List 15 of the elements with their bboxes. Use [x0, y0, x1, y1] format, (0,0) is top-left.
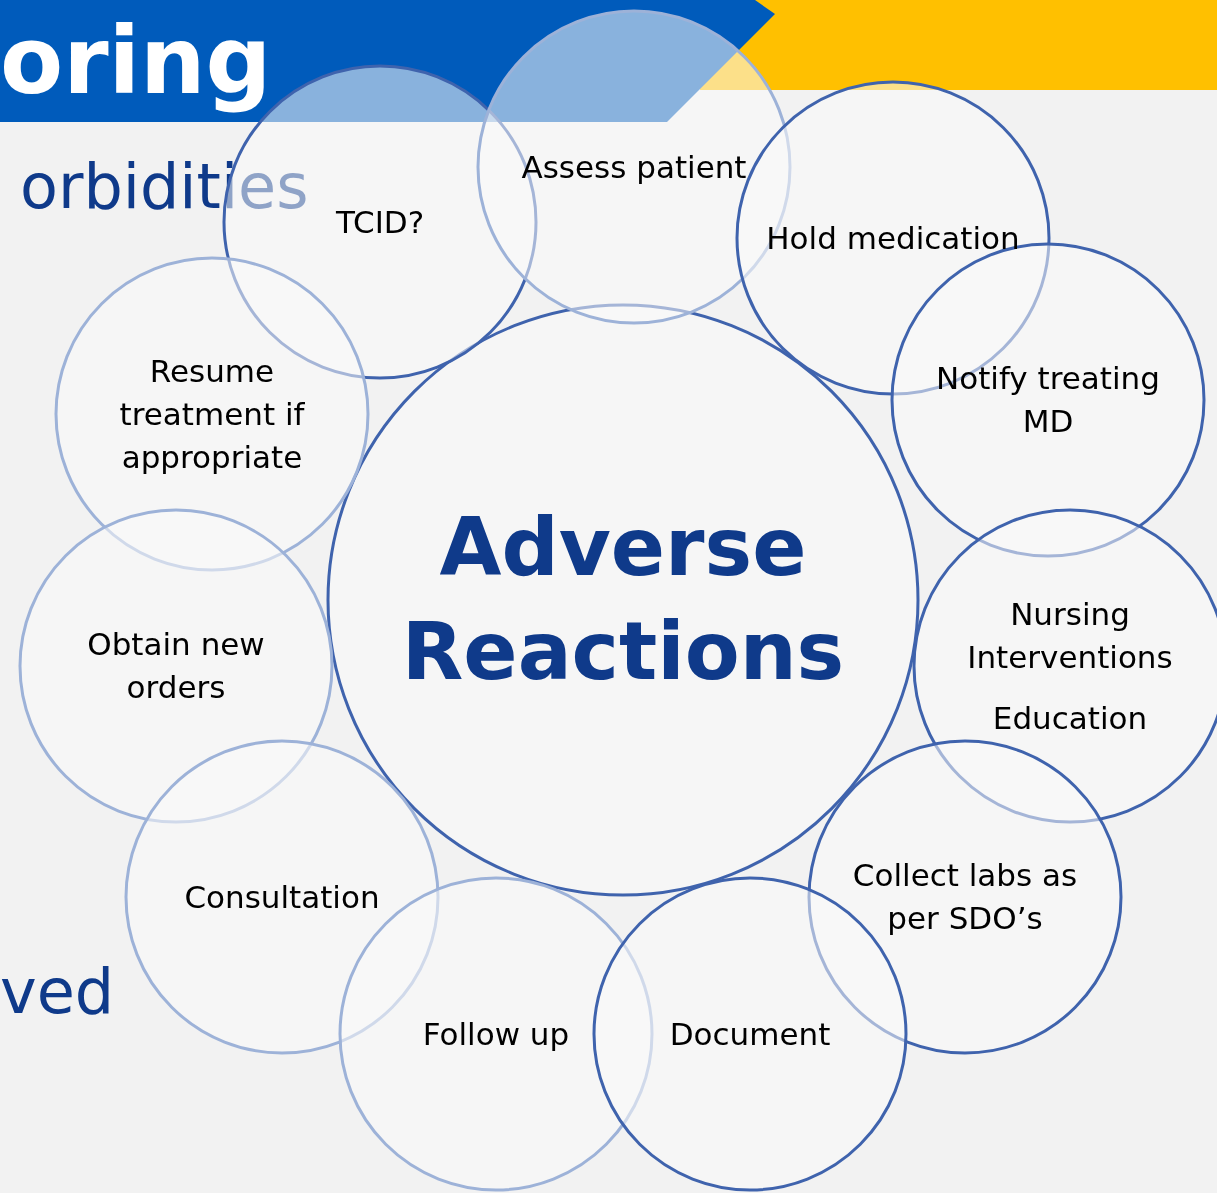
step-label: Consultation	[183, 877, 381, 917]
step-label: Obtain new orders	[86, 625, 266, 707]
step-label: Hold medication	[765, 218, 1021, 258]
step-label: Document	[668, 1014, 832, 1054]
step-label: Education	[991, 698, 1149, 738]
step-label: Nursing Interventions	[966, 594, 1174, 677]
center-title: Adverse Reactions	[400, 500, 846, 700]
slide-text: ved	[0, 955, 115, 1028]
slide-title: oring	[0, 12, 272, 112]
step-label: TCID?	[334, 202, 426, 242]
step-label: Notify treating MD	[935, 359, 1161, 441]
step-label: Follow up	[421, 1014, 571, 1054]
step-label: Assess patient	[520, 147, 748, 187]
step-label: Resume treatment if appropriate	[118, 351, 306, 477]
step-label: Collect labs as per SDO’s	[851, 856, 1079, 938]
